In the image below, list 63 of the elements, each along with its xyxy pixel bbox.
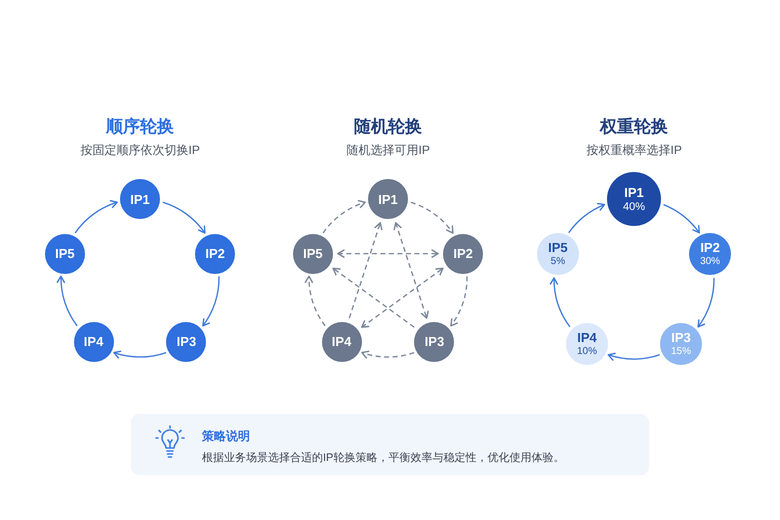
ip-label: IP3 (176, 334, 196, 350)
section-title: 权重轮换 (600, 116, 668, 137)
arrow (568, 203, 606, 234)
ip-label: IP1 (130, 192, 150, 206)
arrow (202, 276, 220, 326)
ip-circle (566, 322, 608, 365)
arrow (450, 276, 468, 326)
percentage-label: 10% (576, 346, 597, 358)
ip-circle (166, 322, 206, 362)
ip-circle (443, 234, 484, 274)
arrow (322, 200, 366, 234)
panel-text: 根据业务场景选择合适的IP轮换策略，平衡效率与稳定性，优化使用体验。 (202, 451, 564, 465)
ip-circle (292, 234, 333, 274)
ip-circle (322, 322, 362, 362)
arrow (74, 200, 118, 234)
section-subtitle: 按权重概率选择IP (586, 143, 682, 158)
ip-label: IP3 (671, 330, 691, 345)
arrow (410, 202, 454, 234)
section-subtitle: 随机选择可用IP (346, 143, 430, 158)
ip-label: IP2 (700, 240, 720, 256)
ip-label: IP2 (453, 246, 473, 262)
double-arrow (337, 249, 439, 258)
arrow (348, 222, 382, 318)
section-subtitle: 按固定顺序依次切换IP (80, 143, 200, 158)
percentage-label: 5% (550, 256, 566, 268)
arrow (332, 268, 415, 328)
section-title: 随机轮换 (354, 116, 422, 137)
ip-label: IP5 (548, 240, 568, 256)
double-arrow (361, 268, 444, 328)
percentage-label: 30% (700, 256, 720, 268)
ip-circle (44, 234, 85, 274)
ip-label: IP3 (424, 334, 444, 350)
arrow (697, 278, 715, 328)
arrow (113, 350, 166, 358)
ip-label: IP5 (55, 246, 75, 262)
section-title: 顺序轮换 (106, 116, 174, 137)
arrow (663, 204, 700, 234)
arrow (305, 276, 326, 326)
ip-circle (195, 234, 236, 274)
ip-circle (607, 172, 661, 226)
info-panel (131, 414, 649, 475)
ip-label: IP2 (205, 246, 225, 262)
double-arrow (394, 222, 429, 319)
percentage-label: 40% (622, 201, 646, 213)
ip-label: IP5 (303, 246, 323, 262)
ip-label: IP4 (84, 334, 104, 350)
ip-circle (414, 322, 454, 362)
ip-circle (660, 322, 702, 365)
arrow (608, 352, 660, 360)
ip-label: IP4 (577, 330, 597, 345)
arrow (162, 202, 206, 234)
ip-circle (74, 322, 114, 362)
ip-label: IP4 (332, 334, 352, 350)
arrow (361, 350, 414, 358)
ip-circle (120, 179, 160, 219)
arrow (550, 277, 570, 328)
ip-circle (689, 233, 732, 276)
percentage-label: 15% (671, 346, 692, 358)
ip-circle (368, 179, 408, 219)
arrow (57, 276, 78, 326)
ip-label: IP1 (624, 185, 644, 200)
panel-heading: 策略说明 (202, 429, 250, 444)
ip-label: IP1 (378, 192, 398, 206)
